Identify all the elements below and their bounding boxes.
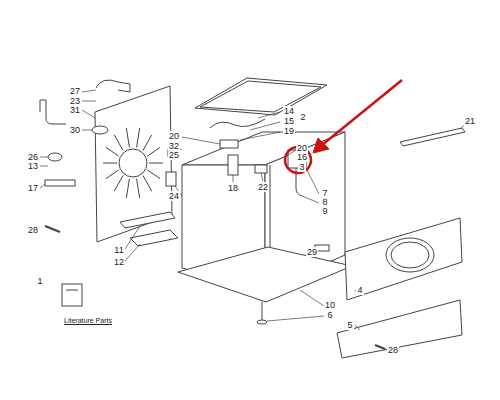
rib — [106, 147, 119, 156]
drawer-front — [337, 300, 462, 358]
rear-hub — [119, 149, 147, 177]
part-26 — [48, 153, 62, 161]
section-label: Literature Parts — [63, 317, 113, 325]
callout-number: 14 — [283, 106, 295, 116]
literature-book — [62, 284, 82, 306]
callout-number: 28 — [27, 225, 39, 235]
callout-number: 19 — [283, 126, 295, 136]
callout-number: 6 — [326, 310, 333, 320]
leader-lines — [40, 90, 466, 350]
callout-number: 30 — [69, 125, 81, 135]
rib — [143, 135, 152, 151]
callout-number: 9 — [321, 206, 328, 216]
callout-number: 21 — [464, 116, 476, 126]
callout-number: 25 — [168, 150, 180, 160]
callout-number: 17 — [27, 183, 39, 193]
callout-number: 28 — [387, 345, 399, 355]
screw-28 — [45, 226, 60, 232]
rib — [137, 179, 140, 198]
top-panel-inner — [200, 81, 321, 112]
book-line — [66, 290, 78, 291]
rib — [137, 128, 140, 147]
callout-number: 15 — [283, 116, 295, 126]
callout-number: 3 — [298, 162, 305, 172]
highlight-arrowhead — [313, 138, 329, 153]
rear-panel-ribs — [103, 128, 163, 198]
part-17 — [45, 180, 75, 186]
leg-6 — [262, 302, 263, 320]
rib — [149, 163, 163, 164]
callout-number: 20 — [168, 131, 180, 141]
part-23 — [40, 100, 66, 124]
front-window-inner — [391, 242, 429, 268]
rib — [103, 163, 117, 164]
highlight-arrow — [322, 80, 402, 145]
brace-21 — [400, 128, 465, 146]
callout-number: 18 — [227, 183, 239, 193]
rib — [147, 147, 160, 156]
part-24 — [166, 172, 176, 186]
callout-number: 4 — [356, 285, 363, 295]
wire-harness-14 — [210, 119, 265, 128]
rib — [126, 128, 129, 147]
callout-number: 1 — [36, 276, 43, 286]
callout-number: 12 — [113, 257, 125, 267]
callout-number: 16 — [296, 152, 308, 162]
base-pan — [178, 247, 352, 302]
part-30 — [92, 126, 108, 134]
bracket-12 — [130, 230, 178, 246]
part-22 — [255, 165, 267, 173]
rib — [147, 170, 160, 179]
callout-number: 27 — [69, 86, 81, 96]
callout-number: 13 — [27, 161, 39, 171]
rib — [114, 135, 123, 151]
callout-number: 11 — [113, 245, 124, 255]
callout-number: 22 — [257, 182, 269, 192]
top-panel — [195, 78, 327, 115]
part-20 — [220, 140, 238, 148]
bracket-11 — [120, 212, 175, 228]
front-panel — [345, 218, 462, 300]
callout-number: 29 — [306, 247, 318, 257]
callout-number: 31 — [69, 105, 81, 115]
rib — [114, 176, 123, 192]
part-18 — [228, 155, 238, 175]
foot-6 — [257, 320, 267, 324]
callout-number: 2 — [299, 112, 306, 122]
callout-number: 10 — [324, 300, 336, 310]
front-window — [386, 238, 434, 272]
rib — [106, 170, 119, 179]
callout-number: 24 — [168, 191, 180, 201]
rib — [126, 179, 129, 198]
callout-number: 5 — [346, 320, 353, 330]
part-27 — [96, 80, 130, 92]
rib — [143, 176, 152, 192]
